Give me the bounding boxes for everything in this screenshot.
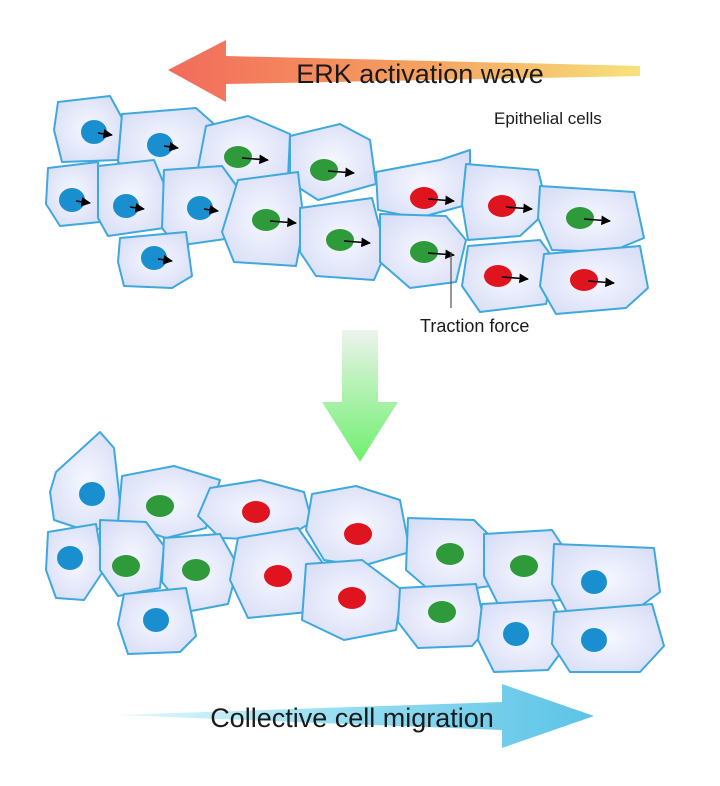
nucleus-red [338, 587, 366, 609]
nucleus-green [146, 495, 174, 517]
nucleus-red [264, 565, 292, 587]
nucleus-blue [143, 608, 169, 632]
nucleus-blue [141, 246, 167, 270]
traction-force-arrow [241, 154, 269, 165]
transition-down-arrow [322, 330, 398, 462]
traction-force-arrow [587, 277, 615, 288]
bottom-cell [477, 599, 571, 673]
traction-force-arrow [427, 195, 455, 206]
nucleus-red [484, 265, 512, 287]
nucleus-blue [581, 628, 607, 652]
nucleus-red [344, 523, 372, 545]
nucleus-blue [81, 120, 107, 144]
top-cell-group [45, 95, 649, 315]
top-cell [117, 231, 193, 289]
traction-force-arrow [327, 167, 355, 178]
traction-force-arrow [157, 255, 173, 265]
epithelial-cells-label: Epithelial cells [494, 109, 602, 128]
migration-label: Collective cell migration [210, 703, 494, 733]
top-cell [537, 185, 645, 253]
nucleus-red [410, 187, 438, 209]
nucleus-blue [59, 188, 85, 212]
bottom-cell [483, 529, 573, 609]
cell-membrane [49, 431, 123, 533]
top-cell [289, 123, 377, 201]
traction-force-arrow [427, 249, 455, 260]
migration-arrow: Collective cell migration [116, 684, 594, 748]
nucleus-green [566, 207, 594, 229]
top-cell [45, 161, 101, 227]
traction-force-arrow [75, 197, 91, 207]
nucleus-green [112, 555, 140, 577]
nucleus-red [242, 501, 270, 523]
bottom-cell [99, 519, 165, 597]
traction-force-arrow [505, 203, 533, 214]
traction-force-arrow [129, 203, 145, 213]
traction-force-arrow [97, 129, 113, 139]
top-cell [461, 163, 549, 241]
top-cell [53, 95, 123, 163]
bottom-cell [305, 485, 411, 567]
nucleus-blue [187, 196, 213, 220]
bottom-cell [45, 523, 105, 601]
nucleus-blue [79, 482, 105, 506]
erk-wave-arrow: ERK activation wave [168, 40, 640, 102]
top-cell [161, 165, 239, 247]
nucleus-green [224, 146, 252, 168]
nucleus-green [182, 559, 210, 581]
top-cell [379, 213, 467, 289]
traction-force-callout: Traction force [420, 252, 529, 336]
nucleus-blue [503, 622, 529, 646]
top-cell [97, 159, 165, 237]
traction-force-arrow [203, 205, 219, 215]
traction-force-label: Traction force [420, 316, 529, 336]
traction-force-arrow [501, 273, 529, 284]
bottom-cell [301, 559, 403, 641]
bottom-cell [551, 603, 665, 673]
nucleus-blue [581, 570, 607, 594]
nucleus-blue [113, 194, 139, 218]
top-cell [221, 171, 305, 267]
traction-force-arrow [163, 142, 179, 152]
nucleus-green [428, 601, 456, 623]
top-cell [539, 245, 649, 315]
bottom-cell [117, 465, 221, 539]
top-cell [299, 197, 387, 281]
traction-force-arrow [583, 215, 611, 226]
bottom-cell [197, 479, 313, 541]
bottom-cell [229, 527, 323, 619]
traction-force-arrow [343, 237, 371, 248]
bottom-cell [117, 587, 197, 655]
bottom-cell [551, 543, 661, 615]
bottom-cell [405, 517, 499, 595]
nucleus-green [410, 241, 438, 263]
bottom-cell [49, 431, 123, 533]
nucleus-red [488, 195, 516, 217]
erk-wave-label: ERK activation wave [296, 59, 544, 89]
nucleus-green [326, 229, 354, 251]
nucleus-green [510, 555, 538, 577]
nucleus-red [570, 269, 598, 291]
nucleus-blue [57, 546, 83, 570]
nucleus-green [252, 209, 280, 231]
top-cell [461, 239, 557, 313]
nucleus-blue [147, 133, 173, 157]
nucleus-green [436, 543, 464, 565]
bottom-cell-group [45, 431, 665, 673]
top-cell [375, 149, 471, 219]
traction-force-arrow [269, 217, 297, 228]
bottom-cell [397, 583, 487, 649]
cell-membrane [551, 603, 665, 673]
nucleus-green [310, 159, 338, 181]
